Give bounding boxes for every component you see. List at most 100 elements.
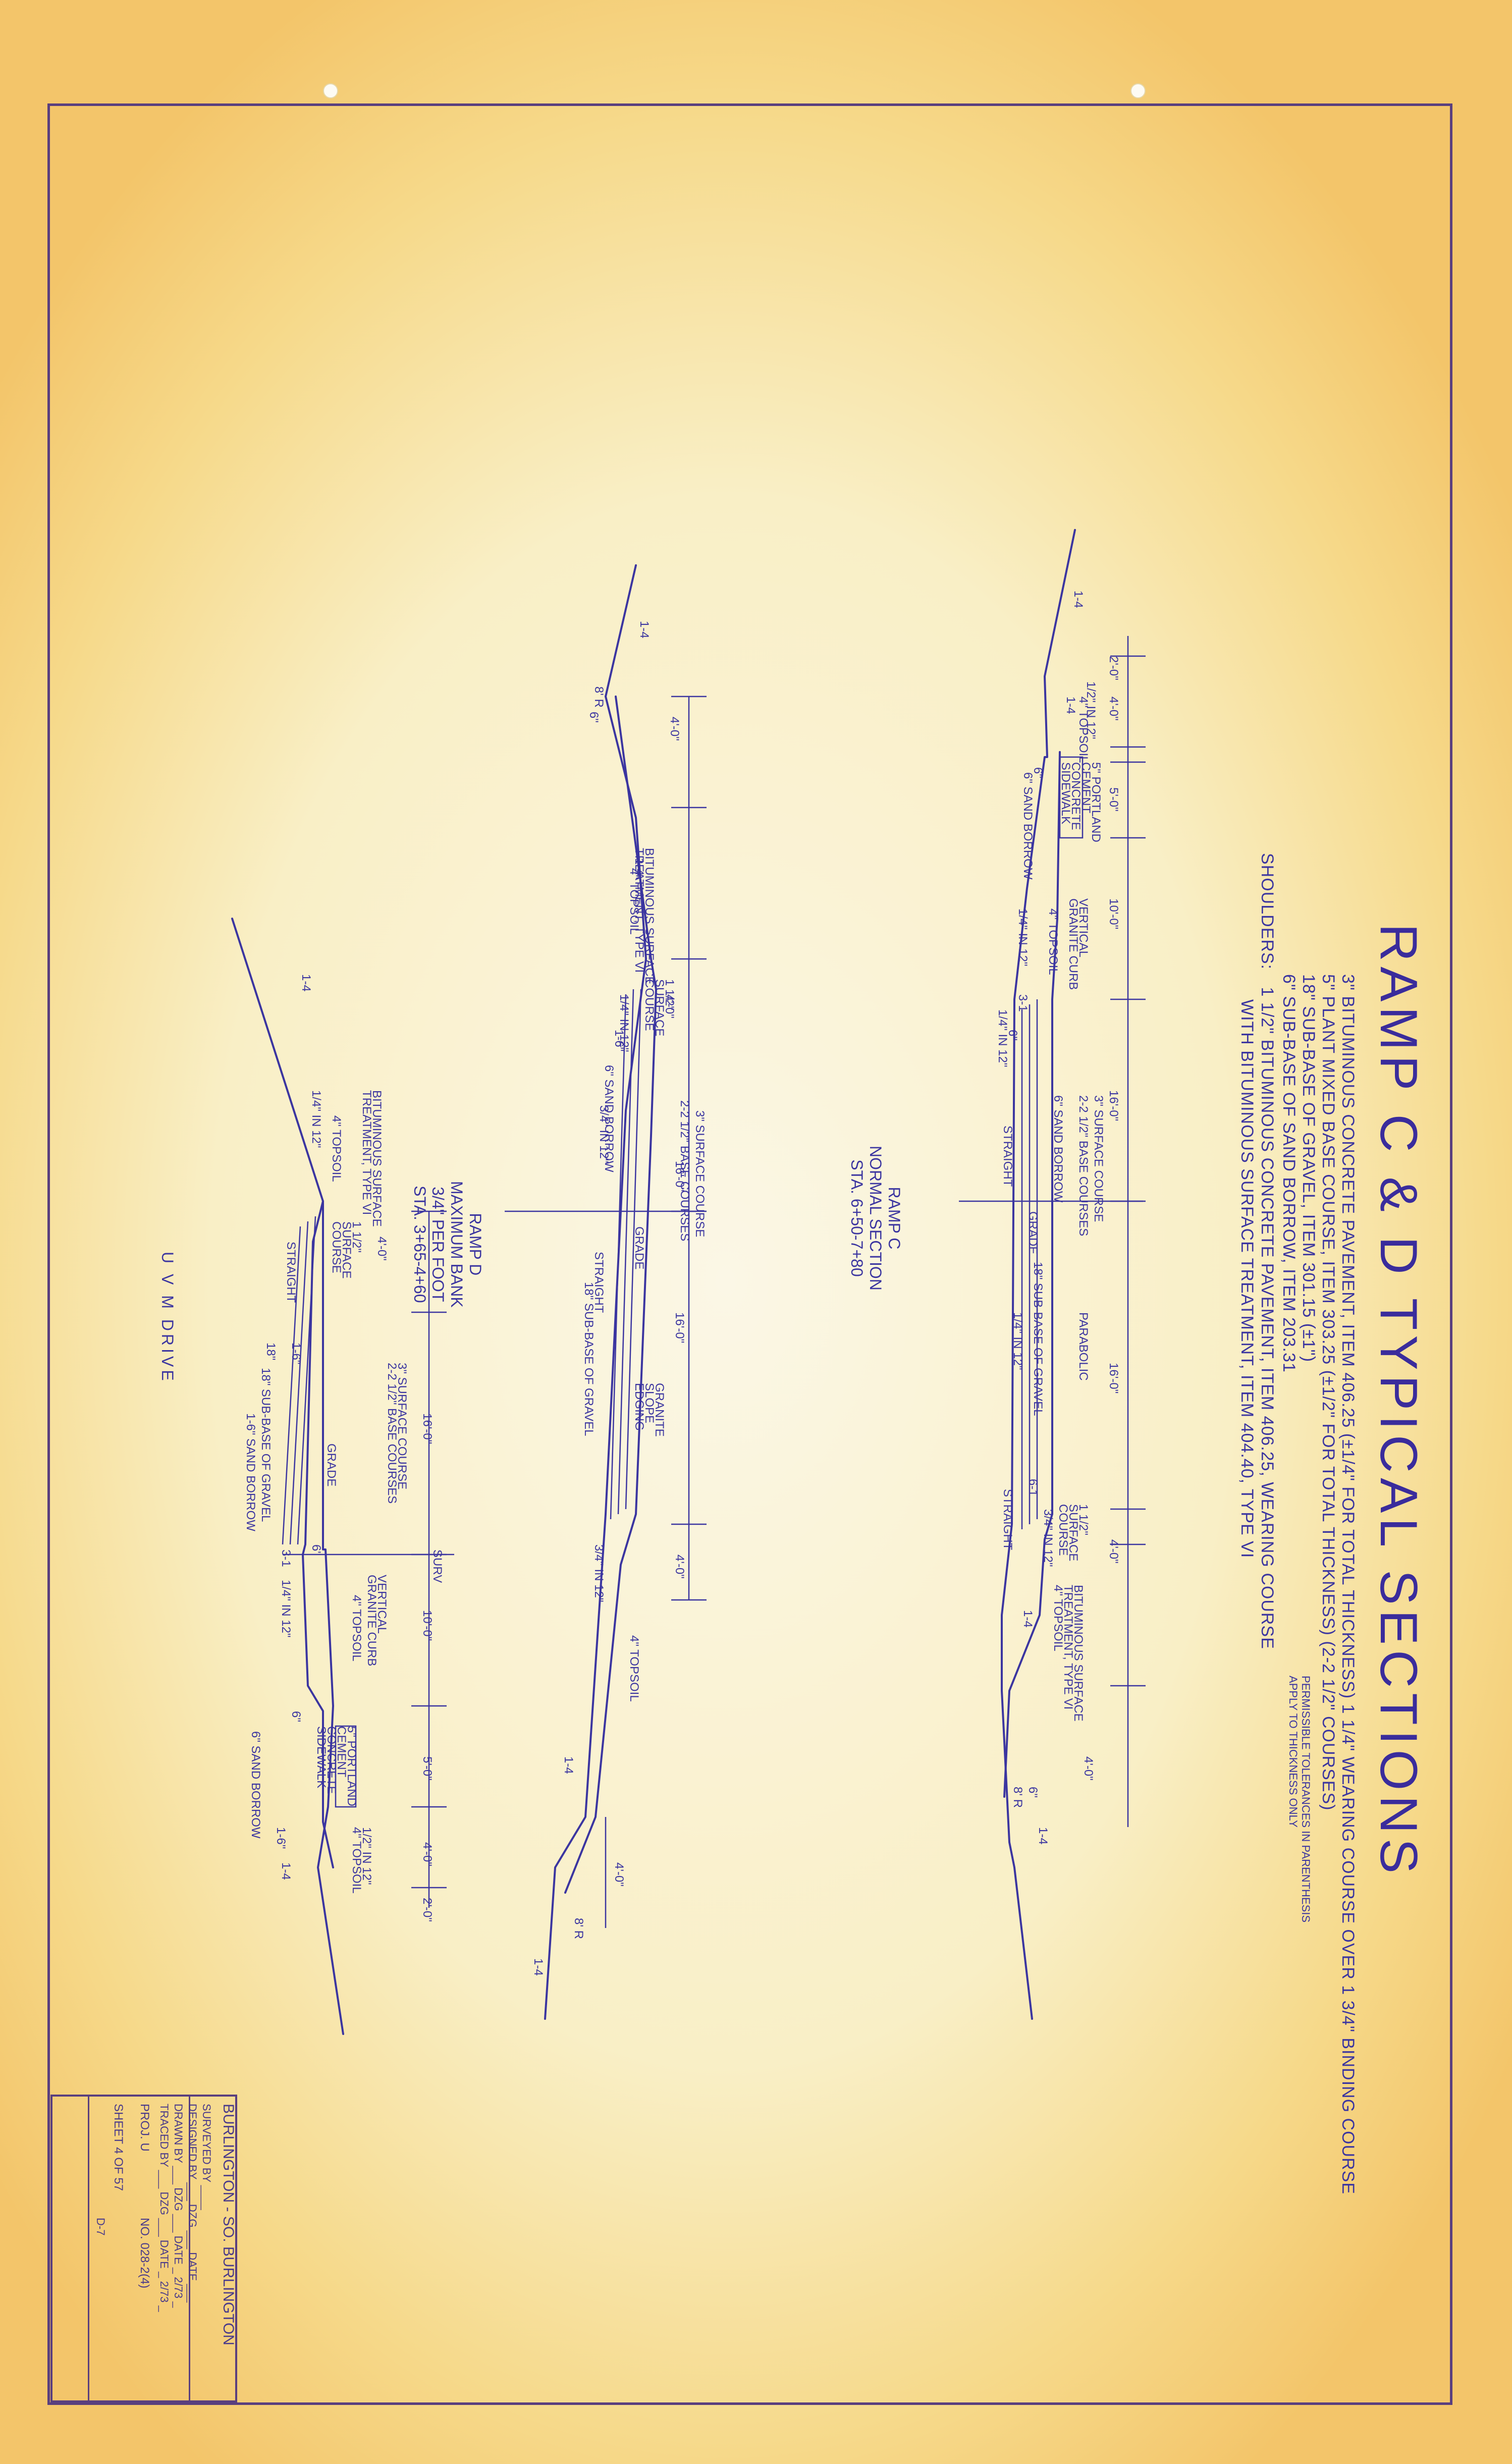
title-block-surveyed: SURVEYED BY ____	[200, 2104, 213, 2210]
section-3-label: SIDEWALK	[314, 1726, 328, 1789]
section-3-label: 3-1	[279, 1549, 293, 1567]
section-2-lines	[505, 564, 707, 2020]
section-1-ground-line	[1001, 529, 1076, 2020]
section-1-label: 1/4" IN 12"	[1011, 1312, 1024, 1370]
section-1-label: 10'-0"	[1107, 898, 1120, 930]
section-1-label: 6-1	[1026, 1479, 1040, 1496]
section-2-caption-line-3: STA. 6+50-7+80	[848, 1159, 867, 1277]
section-2-label: 8' R	[572, 1918, 585, 1939]
shoulders-note: SHOULDERS: 1 1/2" BITUMINOUS CONCRETE PA…	[1257, 853, 1277, 1649]
section-1-label: 1-4	[1064, 697, 1077, 714]
section-2-label: 1-6"	[612, 1030, 626, 1052]
section-1-label: 1-4	[1071, 591, 1085, 608]
section-1-label: 5'-0"	[1107, 787, 1120, 812]
section-3-label: STRAIGHT	[284, 1242, 298, 1303]
section-1-label: 16'-0"	[1107, 1363, 1120, 1394]
tolerance-note-line-1: PERMISSIBLE TOLERANCES IN PARENTHESIS	[1300, 1676, 1312, 1923]
section-3-caption-line-1: RAMP D	[466, 1213, 484, 1276]
section-1-lines	[959, 529, 1146, 2020]
section-3-label: 1/4" IN 12"	[309, 1090, 323, 1148]
section-3-caption: RAMP D MAXIMUM BANK 3/4" PER FOOT STA. 3…	[410, 1181, 484, 1308]
section-1-label: 16'-0"	[1107, 1090, 1120, 1121]
section-3-label: 4'-0"	[375, 1237, 389, 1261]
section-3-label: 1-4	[279, 1862, 293, 1880]
section-1-label: 18" SUB-BASE OF GRAVEL	[1031, 1262, 1045, 1416]
uvm-drive-label: U V M DRIVE	[158, 1252, 177, 1384]
section-3-sidewalk	[335, 1725, 357, 1808]
title-block-traced: TRACED BY ___ DZG ___ DATE _ 2/73 _	[158, 2104, 171, 2312]
section-1-label: 3" SURFACE COURSE	[1092, 1095, 1105, 1222]
pavement-spec: 3" BITUMINOUS CONCRETE PAVEMENT, ITEM 40…	[1279, 974, 1358, 2194]
section-3-label: 18" SUB-BASE OF GRAVEL	[259, 1368, 273, 1522]
section-3-label: 1-6"	[289, 1343, 303, 1365]
section-3-label: 10'-0"	[420, 1610, 434, 1641]
section-1-label: 6" SAND BORROW	[1021, 772, 1035, 880]
section-3-caption-line-3: 3/4" PER FOOT	[429, 1187, 448, 1302]
section-3-label: 2'-0"	[420, 1898, 434, 1922]
section-1-label: 4" TOPSOIL	[1076, 697, 1090, 763]
section-3-base-line	[282, 1216, 316, 1545]
section-3-lines	[231, 918, 454, 2035]
section-2-label: 3/4" IN 12"	[592, 1544, 606, 1602]
section-2-label: 4'-0"	[668, 717, 681, 741]
pavement-spec-line-2: 5" PLANT MIXED BASE COURSE, ITEM 303.25 …	[1318, 974, 1338, 1811]
section-3-label: 6" SAND BORROW	[249, 1731, 262, 1839]
sheet-title: RAMP C & D TYPICAL SECTIONS	[1369, 924, 1428, 1879]
section-2-label: 16'-0"	[673, 1312, 686, 1344]
section-2-label: 4'-0"	[663, 994, 676, 1019]
section-2-label: 6"	[587, 712, 601, 723]
section-1-label: 1/4" IN 12"	[996, 1009, 1009, 1067]
pavement-spec-line-3: 18" SUB-BASE OF GRAVEL, ITEM 301.15 (±1"…	[1299, 974, 1318, 1363]
section-2-caption-line-2: NORMAL SECTION	[867, 1146, 885, 1291]
section-3-caption-line-2: MAXIMUM BANK	[448, 1181, 466, 1308]
title-block-sheet: SHEET 4 OF 57	[112, 2104, 125, 2191]
title-block-drawn: DRAWN BY ___ DZG ___ DATE _ 2/73 _	[172, 2104, 185, 2308]
section-3-label: 4'-0"	[420, 1842, 434, 1866]
section-3-ground-line	[231, 918, 344, 2035]
section-3-label: 4" TOPSOIL	[350, 1595, 363, 1662]
section-3-label: 4" TOPSOIL	[350, 1827, 363, 1894]
section-1-label: 8' R	[1011, 1787, 1024, 1808]
section-3-label: 1-6"	[274, 1827, 288, 1849]
section-3-label: GRADE	[325, 1443, 338, 1487]
section-2-label: 1-4	[531, 1958, 545, 1976]
section-1-label: GRADE	[1026, 1211, 1040, 1255]
section-2-label: GRADE	[632, 1226, 646, 1270]
punch-hole-2	[1130, 83, 1146, 98]
section-3-label: SURV	[430, 1549, 444, 1583]
section-3-caption-line-4: STA. 3+65-4+60	[410, 1186, 429, 1303]
section-3-label: 4" TOPSOIL	[330, 1115, 343, 1182]
section-2-label: 4'-0"	[673, 1555, 686, 1579]
section-2-caption-line-1: RAMP C	[885, 1187, 903, 1250]
section-2-label: COURSE	[642, 979, 656, 1031]
section-2-label: 4" TOPSOIL	[627, 1635, 641, 1702]
section-2-label: 4" TOPSOIL	[627, 868, 641, 935]
section-1-label: GRANITE CURB	[1066, 898, 1080, 990]
section-1-label: STRAIGHT	[1001, 1126, 1014, 1187]
section-1-sidewalk	[1059, 756, 1084, 839]
section-1-label: 4" TOPSOIL	[1051, 1585, 1065, 1651]
tolerance-note: PERMISSIBLE TOLERANCES IN PARENTHESIS AP…	[1286, 1676, 1312, 1922]
title-block: BURLINGTON - SO. BURLINGTON SURVEYED BY …	[50, 2095, 237, 2402]
section-1-dim-line	[1110, 636, 1146, 1827]
pavement-spec-line-4: 6" SUB-BASE OF SAND BORROW, ITEM 203.31	[1279, 974, 1299, 1373]
title-block-proj: PROJ. U	[138, 2104, 151, 2152]
section-1-label: 2-2 1/2" BASE COURSES	[1076, 1095, 1090, 1237]
section-3-label: 1/4" IN 12"	[279, 1580, 293, 1638]
section-2-base-line	[610, 989, 642, 1520]
section-1-label: COURSE	[1056, 1504, 1070, 1556]
section-3-label: 16'-0"	[420, 1413, 434, 1444]
section-1-label: 1/4" IN 12"	[1016, 908, 1030, 967]
section-2-label: 1-4	[562, 1756, 575, 1774]
section-2-ground-line	[544, 564, 647, 2020]
section-3-label: GRANITE CURB	[365, 1575, 379, 1667]
section-1-label: 6" SAND BORROW	[1051, 1095, 1065, 1203]
section-2-label: 18" SUB-BASE OF GRAVEL	[582, 1282, 596, 1436]
section-3-label: TREATMENT, TYPE VI	[360, 1090, 373, 1215]
title-block-project: BURLINGTON - SO. BURLINGTON	[220, 2104, 237, 2345]
section-2-label: 1-4	[632, 858, 646, 876]
pavement-spec-line-1: 3" BITUMINOUS CONCRETE PAVEMENT, ITEM 40…	[1338, 974, 1358, 2194]
section-2-label: 8' R	[592, 686, 606, 708]
